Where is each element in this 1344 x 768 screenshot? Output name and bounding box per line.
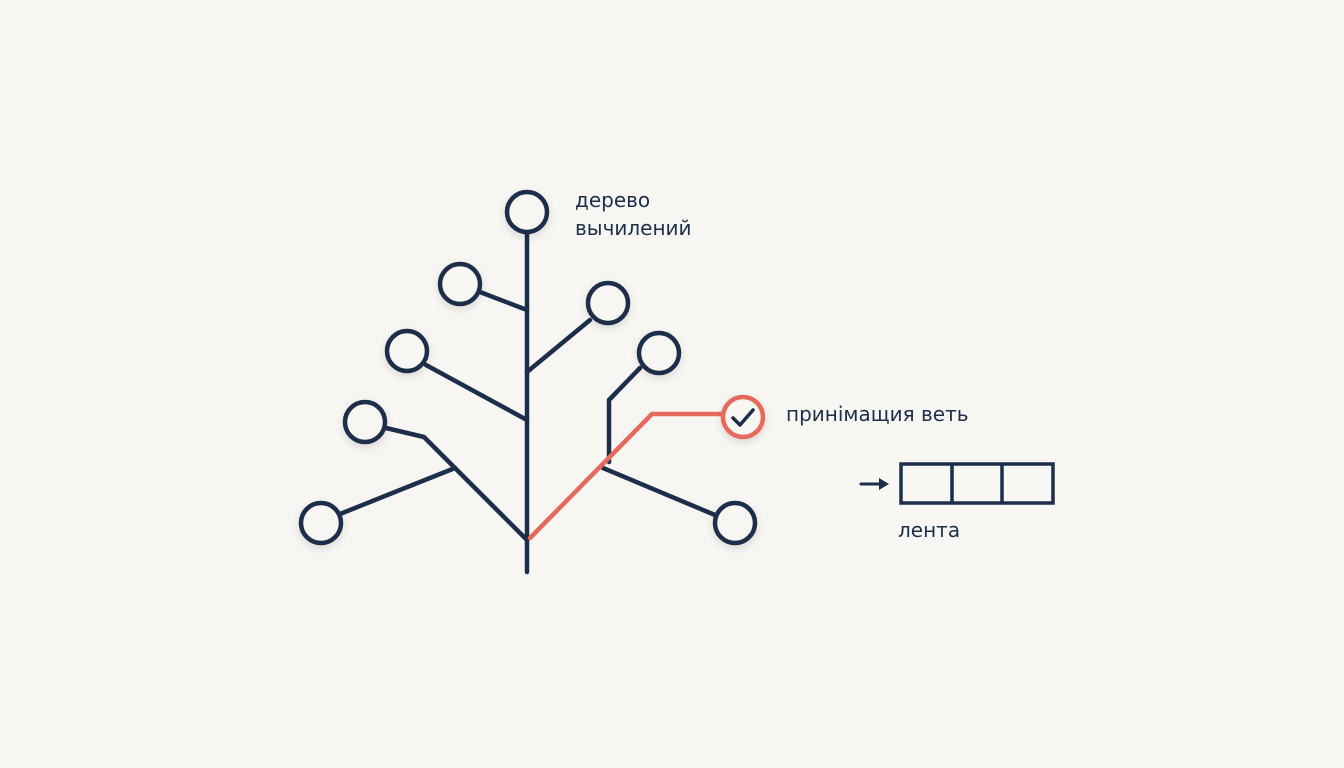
tree-label-line1: дерево — [575, 188, 651, 212]
tree-label: дерево вычилений — [575, 186, 692, 242]
edge-mid-left — [423, 362, 530, 423]
edge-upper-right — [524, 317, 593, 375]
tree-nodes — [298, 189, 766, 546]
accepting-branch-path — [527, 411, 725, 541]
tree-label-line2: вычилений — [575, 216, 692, 240]
tape — [859, 462, 1055, 505]
check-icon — [731, 408, 755, 427]
node-root — [504, 189, 550, 235]
node-mid-left — [384, 328, 430, 374]
node-accepting — [720, 394, 766, 440]
edge-lower-left — [383, 425, 530, 543]
node-bottom-right — [712, 500, 758, 546]
node-mid-right — [636, 330, 682, 376]
edge-bottom-left — [337, 465, 458, 517]
edge-mid-right — [606, 365, 643, 465]
edge-bottom-right — [600, 465, 718, 518]
node-lower-left — [342, 399, 388, 445]
node-bottom-left — [298, 500, 344, 546]
edge-upper-left — [477, 289, 530, 313]
node-upper-right — [585, 280, 631, 326]
arrow-head — [879, 478, 889, 490]
tree-edges — [337, 229, 718, 575]
node-upper-left — [437, 261, 483, 307]
tape-label: лента — [898, 518, 961, 542]
tape-frame — [899, 462, 1055, 505]
accepting-branch-label: принімащия веть — [786, 402, 969, 426]
